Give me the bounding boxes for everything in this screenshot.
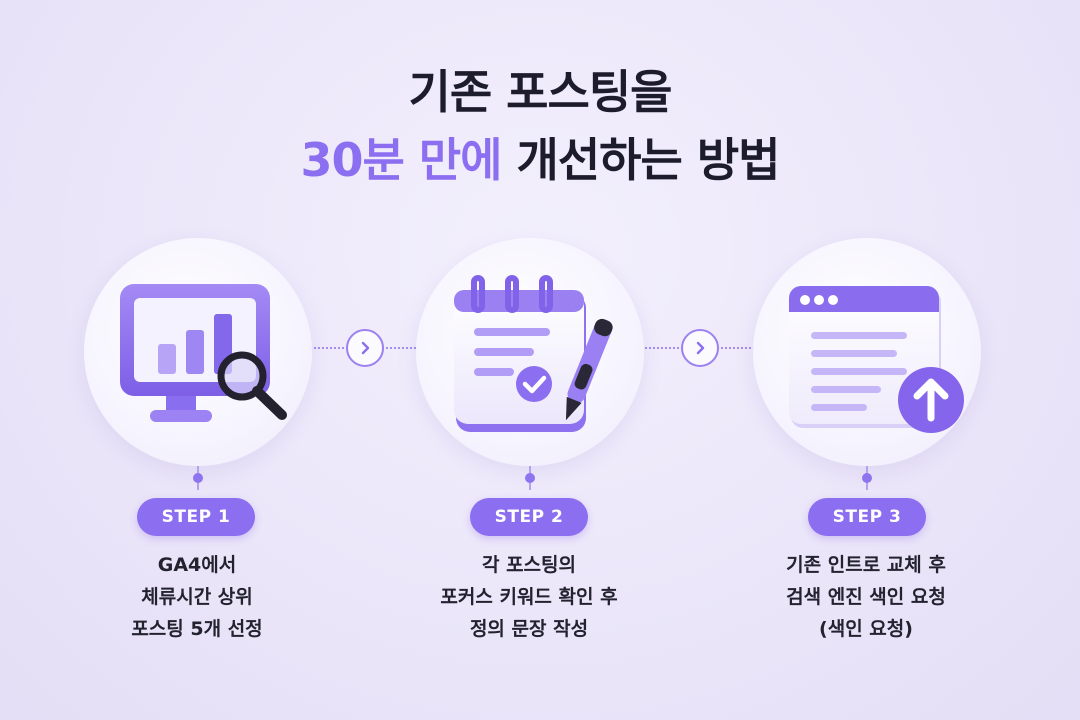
step-3-line-3: (색인 요청) xyxy=(819,618,913,640)
step-3-dot xyxy=(862,473,872,483)
step-3-description: 기존 인트로 교체 후 검색 엔진 색인 요청 (색인 요청) xyxy=(736,549,996,645)
title-line-2: 30분 만에 개선하는 방법 xyxy=(0,126,1080,194)
page-title: 기존 포스팅을 30분 만에 개선하는 방법 xyxy=(0,58,1080,194)
step-1-line-3: 포스팅 5개 선정 xyxy=(131,618,263,640)
browser-upload-icon xyxy=(789,286,964,433)
chevron-right-icon xyxy=(361,341,370,355)
step-2-line-1: 각 포스팅의 xyxy=(481,554,576,576)
next-arrow-button-2 xyxy=(681,329,719,367)
next-arrow-button-1 xyxy=(346,329,384,367)
step-1-dot xyxy=(193,473,203,483)
step-2-description: 각 포스팅의 포커스 키워드 확인 후 정의 문장 작성 xyxy=(399,549,659,645)
notepad-checkmark-pen-icon xyxy=(454,275,613,432)
step-1-icon-circle xyxy=(84,238,312,466)
step-3-icon-circle xyxy=(753,238,981,466)
title-accent: 30분 만에 xyxy=(300,133,503,187)
step-3-badge: STEP 3 xyxy=(808,498,926,536)
step-3-line-1: 기존 인트로 교체 후 xyxy=(786,554,946,576)
step-1-line-2: 체류시간 상위 xyxy=(141,586,253,608)
monitor-chart-magnifier-icon xyxy=(120,284,287,422)
step-1-badge: STEP 1 xyxy=(137,498,255,536)
step-2-line-2: 포커스 키워드 확인 후 xyxy=(440,586,618,608)
step-1-description: GA4에서 체류시간 상위 포스팅 5개 선정 xyxy=(67,549,327,645)
step-2-dot xyxy=(525,473,535,483)
step-2-icon-circle xyxy=(416,238,644,466)
title-rest: 개선하는 방법 xyxy=(516,133,781,187)
title-line-1: 기존 포스팅을 xyxy=(408,65,673,119)
chevron-right-icon xyxy=(696,341,705,355)
step-2-badge: STEP 2 xyxy=(470,498,588,536)
step-2-line-3: 정의 문장 작성 xyxy=(469,618,589,640)
step-1-line-1: GA4에서 xyxy=(157,554,237,576)
step-3-line-2: 검색 엔진 색인 요청 xyxy=(786,586,946,608)
